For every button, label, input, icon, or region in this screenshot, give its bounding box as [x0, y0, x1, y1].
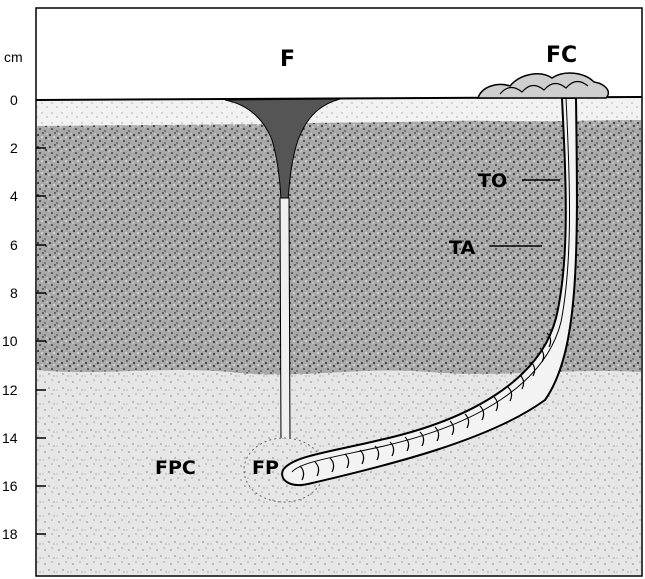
depth-tick-label: 14 [2, 430, 18, 446]
fecal-cast-label: FC [546, 43, 577, 68]
depth-tick-label: 6 [10, 237, 18, 253]
depth-tick-label: 18 [2, 526, 18, 542]
funnel-shaft [280, 198, 290, 445]
depth-tick-label: 4 [10, 188, 18, 204]
fp-label: FP [252, 457, 279, 479]
depth-tick-label: 10 [2, 333, 18, 349]
to-label: TO [478, 170, 507, 192]
depth-tick-label: 8 [10, 285, 18, 301]
depth-tick-label: 2 [10, 140, 18, 156]
fpc-label: FPC [155, 457, 196, 479]
depth-tick-label: 16 [2, 478, 18, 494]
depth-tick-label: 12 [2, 382, 18, 398]
ta-label: TA [449, 237, 475, 259]
funnel-label: F [280, 47, 295, 72]
depth-axis-unit: cm [4, 49, 23, 65]
depth-tick-label: 0 [10, 92, 18, 108]
